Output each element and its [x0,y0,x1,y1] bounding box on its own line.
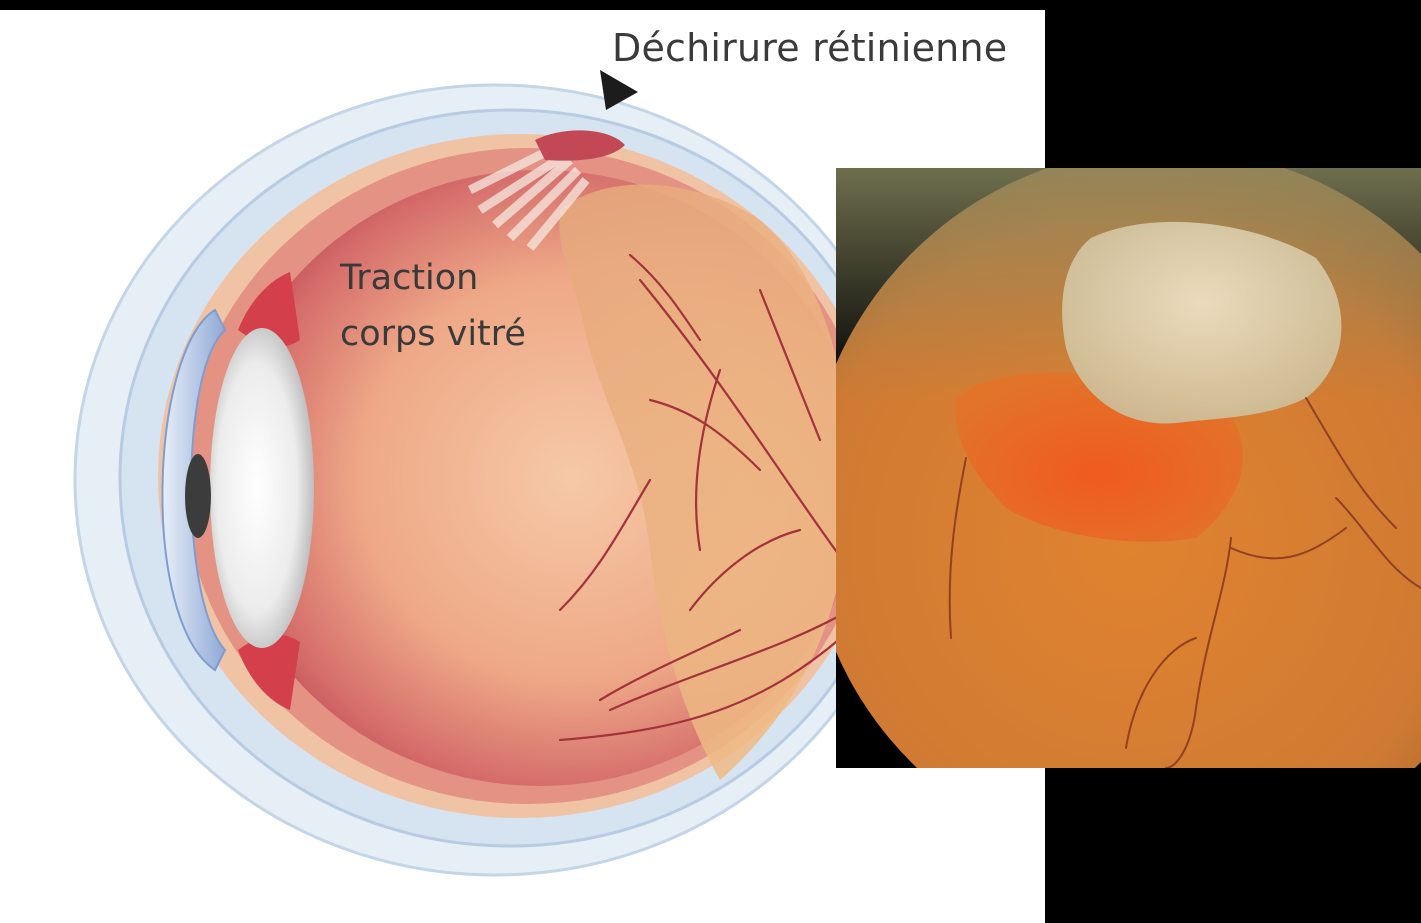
traction-label-line1: Traction [340,250,526,306]
fundus-photo [836,168,1421,768]
retinal-tear-label: Déchirure rétinienne [612,26,1007,70]
vitreous-traction-label: Traction corps vitré [340,250,526,362]
pupil [185,454,211,538]
detached-flap [1062,222,1341,424]
fundus-photo-panel [836,168,1421,768]
lens [210,328,314,648]
traction-label-line2: corps vitré [340,306,526,362]
